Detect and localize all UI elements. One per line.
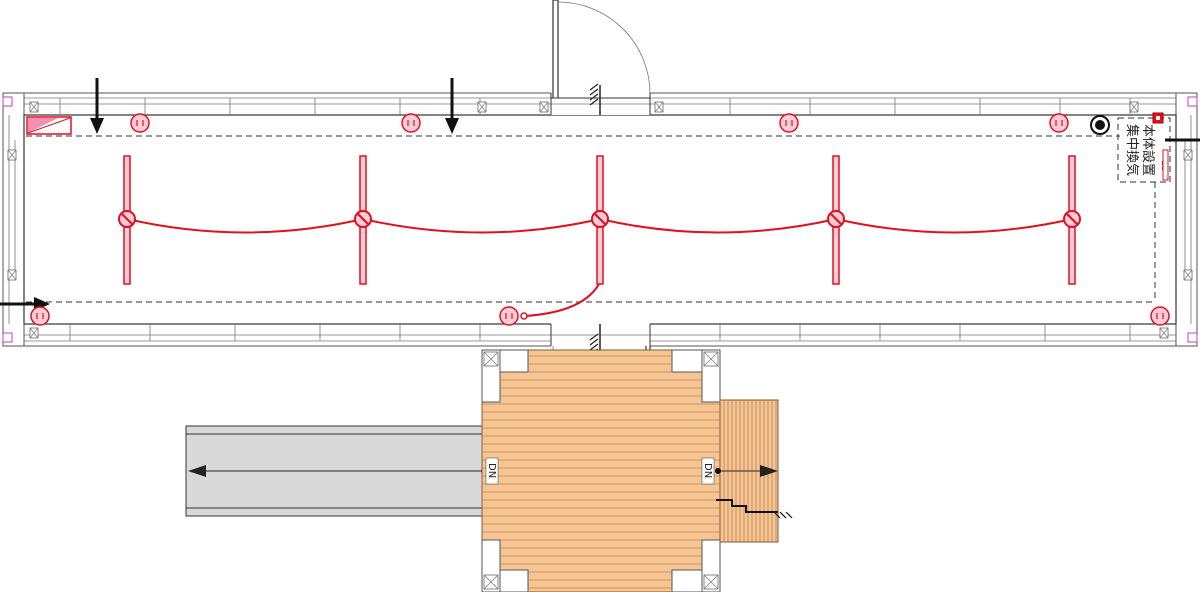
wood-deck: DN DN — [481, 349, 721, 592]
outlet-icon — [401, 113, 421, 133]
light-fixture-icon — [827, 155, 845, 285]
outlet-icon — [499, 306, 519, 326]
outlet-icon — [779, 113, 799, 133]
distribution-panel — [26, 116, 72, 135]
dn-label-right: DN — [702, 463, 713, 478]
ventilation-unit: 集中換気 本体設置 EB — [1090, 112, 1169, 181]
outlet-icon — [130, 113, 150, 133]
deck-post — [671, 349, 721, 403]
ramp — [185, 425, 487, 517]
outlet-icon — [1049, 113, 1069, 133]
deck-post — [481, 539, 529, 592]
light-fixture-icon — [591, 155, 609, 285]
window-mullions — [59, 98, 1131, 341]
duct-lines — [26, 117, 1171, 303]
outlet-icon — [1150, 306, 1170, 326]
ventilation-label-line1: 集中換気 — [1124, 124, 1140, 176]
dn-label-left: DN — [486, 463, 497, 478]
ventilation-label-line2: 本体設置 — [1140, 124, 1156, 176]
deck-post — [671, 539, 721, 592]
deck-post — [481, 349, 529, 403]
outlet-icon — [30, 306, 50, 326]
light-fixture-icon — [354, 155, 372, 285]
wall-outlets — [30, 113, 1170, 326]
light-fixture-icon — [118, 155, 136, 285]
light-fixture-icon — [1063, 155, 1081, 285]
down-arrow-icon — [760, 465, 778, 477]
bottom-door — [550, 322, 651, 439]
steps — [715, 399, 793, 543]
down-arrow-icon — [188, 465, 206, 477]
structural-columns — [7, 101, 1193, 339]
top-door — [550, 0, 651, 115]
ceiling-lights — [118, 155, 1081, 320]
